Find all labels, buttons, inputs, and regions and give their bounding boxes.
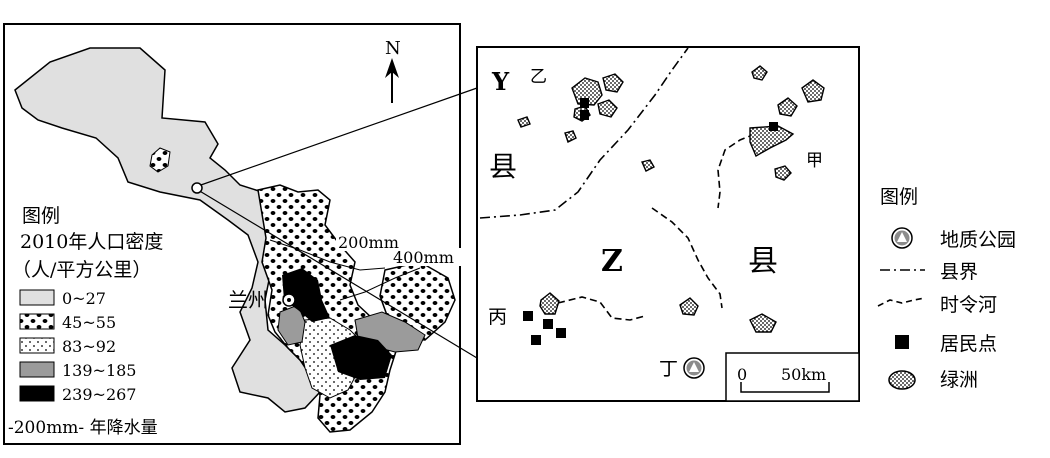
seasonal-river-central xyxy=(651,207,723,309)
z-county-letter: Z xyxy=(601,244,623,279)
inset-map-frame xyxy=(476,46,860,402)
legend-label-83-92: 83~92 xyxy=(62,337,116,356)
oasis-center-small xyxy=(641,159,655,172)
legend-settlement-label: 居民点 xyxy=(940,333,997,355)
scale-bar xyxy=(740,382,830,393)
settlements xyxy=(523,98,778,345)
oasis-ne-3 xyxy=(777,97,798,117)
legend-label-0-27: 0~27 xyxy=(62,289,106,308)
legend-label-239-267: 239~267 xyxy=(62,385,136,404)
settlement-yi-2 xyxy=(580,110,589,120)
region-black-southeast xyxy=(330,335,392,380)
lanzhou-marker-dot xyxy=(287,298,291,302)
county-boundary xyxy=(479,47,689,219)
scale-zero-label: 0 xyxy=(737,365,747,384)
settlement-yi-1 xyxy=(580,98,589,108)
settlement-jia xyxy=(769,122,778,131)
z-county-char: 县 xyxy=(748,244,778,279)
seasonal-river-legend-line xyxy=(877,297,926,307)
oasis-ne-1 xyxy=(751,65,768,81)
scale-value-label: 50km xyxy=(781,365,826,384)
scale-box xyxy=(725,352,860,402)
settlement-bing-3 xyxy=(556,328,566,338)
seasonal-river-east xyxy=(717,129,766,209)
oasis-legend-icon xyxy=(888,370,916,390)
north-label: N xyxy=(385,38,401,59)
oasis-bing xyxy=(539,292,560,315)
isohyet-200-label: 200mm xyxy=(338,233,399,252)
settlement-bing-4 xyxy=(531,335,541,345)
settlement-bing-1 xyxy=(523,311,533,321)
north-arrow-icon xyxy=(385,58,399,103)
place-bing-label: 丙 xyxy=(488,306,507,328)
rainfall-legend-label: -200mm- 年降水量 xyxy=(8,418,158,438)
legend-geopark-label: 地质公园 xyxy=(940,229,1016,251)
oasis-yi-5 xyxy=(564,130,577,143)
y-county-letter: Y xyxy=(491,67,510,96)
settlement-legend-icon xyxy=(895,335,909,349)
left-legend-subtitle-2: （人/平方公里） xyxy=(12,259,151,281)
oasis-spot-northwest xyxy=(149,147,171,173)
isohyet-400-label: 400mm xyxy=(393,248,454,267)
oasis-yi-2 xyxy=(602,73,624,93)
oasis-south-center xyxy=(679,297,699,316)
legend-swatch-83-92 xyxy=(19,337,55,354)
geopark-icon xyxy=(683,357,705,379)
legend-oasis-label: 绿洲 xyxy=(940,369,978,391)
oasis-yi-1 xyxy=(571,77,603,106)
oasis-jia xyxy=(749,125,795,157)
oasis-south-east xyxy=(749,313,777,333)
isohyet-400mm xyxy=(339,267,421,301)
inset-connector-lower xyxy=(197,189,478,359)
inset-connector-upper xyxy=(197,87,478,187)
settlement-bing-2 xyxy=(543,319,553,329)
geopark-legend-icon xyxy=(891,227,913,249)
right-legend-title: 图例 xyxy=(880,186,918,208)
legend-label-45-55: 45~55 xyxy=(62,313,116,332)
oasis-west xyxy=(517,116,531,128)
left-legend-subtitle-1: 2010年人口密度 xyxy=(20,231,163,253)
study-area-marker xyxy=(191,182,203,194)
legend-seasonal-river-label: 时令河 xyxy=(940,294,997,316)
isohyet-200mm xyxy=(269,239,386,271)
legend-swatch-45-55 xyxy=(19,313,55,330)
oasis-ne-2 xyxy=(801,79,825,103)
place-jia-label: 甲 xyxy=(806,151,823,171)
legend-swatch-139-185 xyxy=(19,361,55,378)
left-legend-title: 图例 xyxy=(22,205,60,227)
legend-county-boundary-label: 县界 xyxy=(940,261,978,283)
oasis-ne-5 xyxy=(774,165,792,181)
lanzhou-label: 兰州 xyxy=(228,288,268,312)
legend-swatch-239-267 xyxy=(19,385,55,402)
legend-label-139-185: 139~185 xyxy=(62,361,136,380)
legend-swatch-0-27 xyxy=(19,289,55,306)
y-county-char: 县 xyxy=(489,150,517,183)
place-ding-label: 丁 xyxy=(659,358,678,380)
place-yi-label: 乙 xyxy=(530,67,547,87)
region-black-lanzhou xyxy=(282,268,330,322)
oasis-yi-3 xyxy=(597,99,618,118)
